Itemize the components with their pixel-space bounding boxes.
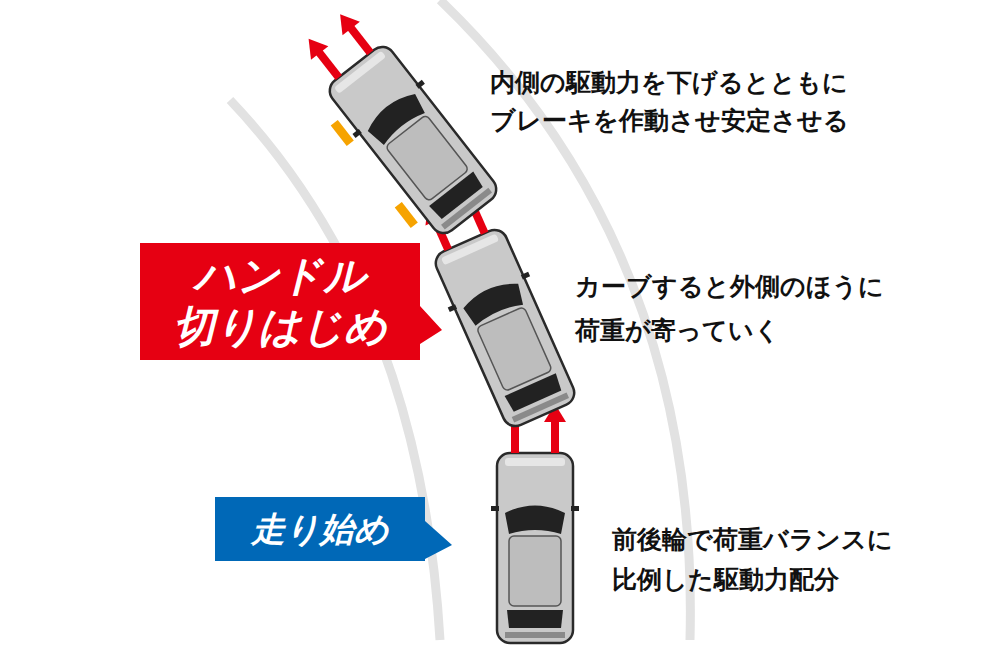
callout-text: ハンドル 切りはじめ — [155, 251, 405, 352]
note-text: 前後輪で荷重バランスに 比例した駆動力配分 — [612, 520, 922, 600]
callout-text: 走り始め — [251, 509, 389, 550]
callout-fill — [215, 497, 452, 561]
note-text: 内側の駆動力を下げるとともに ブレーキを作動させ安定させる — [490, 64, 880, 140]
callout-fill — [140, 243, 442, 360]
callout-box: ハンドル 切りはじめ — [140, 243, 420, 360]
note-text: カーブすると外側のほうに 荷重が寄っていく — [575, 265, 915, 353]
callout-box: 走り始め — [215, 497, 425, 561]
